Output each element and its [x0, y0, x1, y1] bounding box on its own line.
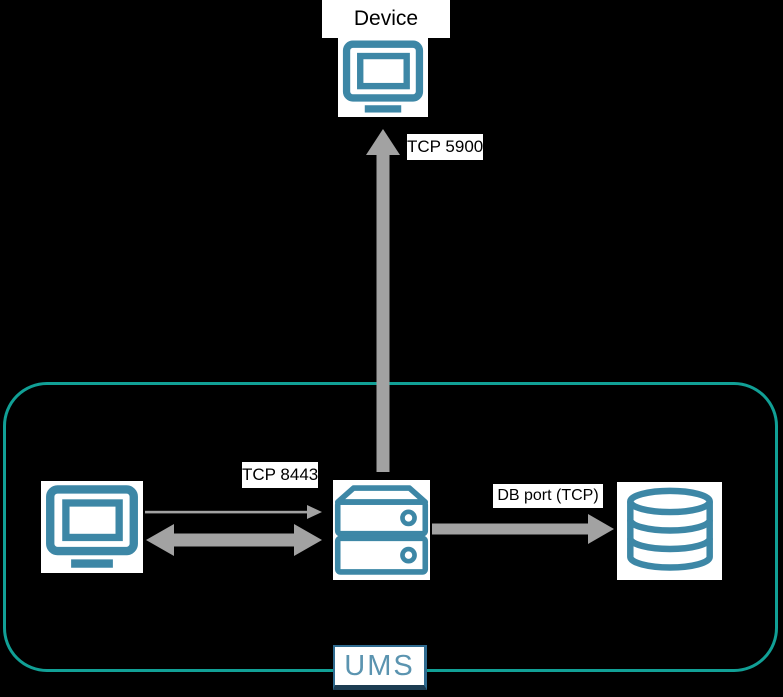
database-node [617, 482, 722, 580]
device-node-label: Device [322, 0, 450, 38]
monitor-icon [342, 40, 424, 113]
device-node [338, 37, 428, 117]
connection-label-db-port: DB port (TCP) [493, 484, 603, 508]
ums-group-label: UMS [333, 645, 427, 690]
server-node [333, 480, 430, 580]
server-icon [334, 485, 429, 575]
monitor-icon [46, 485, 138, 568]
connection-label-tcp-5900: TCP 5900 [407, 134, 483, 160]
database-icon [626, 487, 713, 571]
console-node [41, 481, 143, 573]
connection-label-tcp-8443: TCP 8443 [242, 462, 318, 488]
